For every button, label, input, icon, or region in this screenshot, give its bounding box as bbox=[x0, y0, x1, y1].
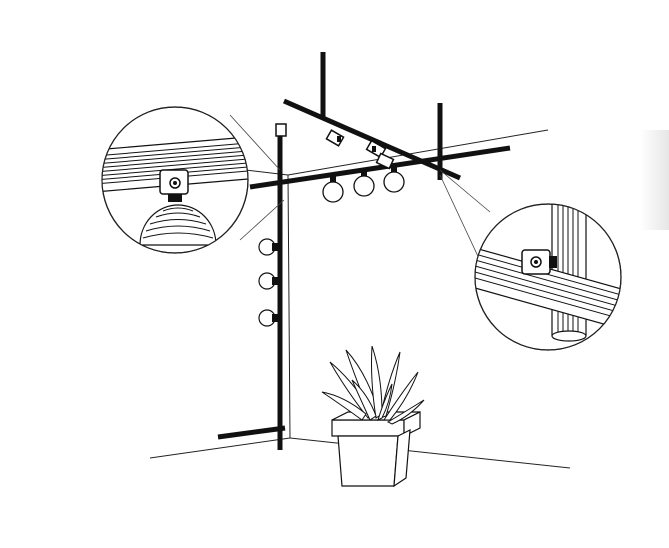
spotlight bbox=[375, 152, 395, 170]
globe-pendant bbox=[322, 176, 344, 203]
track-joint-detail-right bbox=[474, 203, 622, 351]
spotlight bbox=[325, 129, 345, 147]
globe-pendant bbox=[383, 167, 405, 193]
wall-spotlight bbox=[258, 238, 278, 256]
plant-pot bbox=[331, 411, 421, 488]
agave-plant bbox=[321, 345, 425, 425]
globe-pendant bbox=[353, 171, 375, 197]
ceiling-mount-box bbox=[275, 123, 287, 137]
wall-spotlight bbox=[258, 309, 278, 327]
ceiling-track bbox=[217, 52, 511, 450]
wall-spotlight bbox=[258, 272, 278, 290]
track-rail-detail-left bbox=[101, 106, 249, 254]
right-edge-shade bbox=[640, 130, 669, 230]
